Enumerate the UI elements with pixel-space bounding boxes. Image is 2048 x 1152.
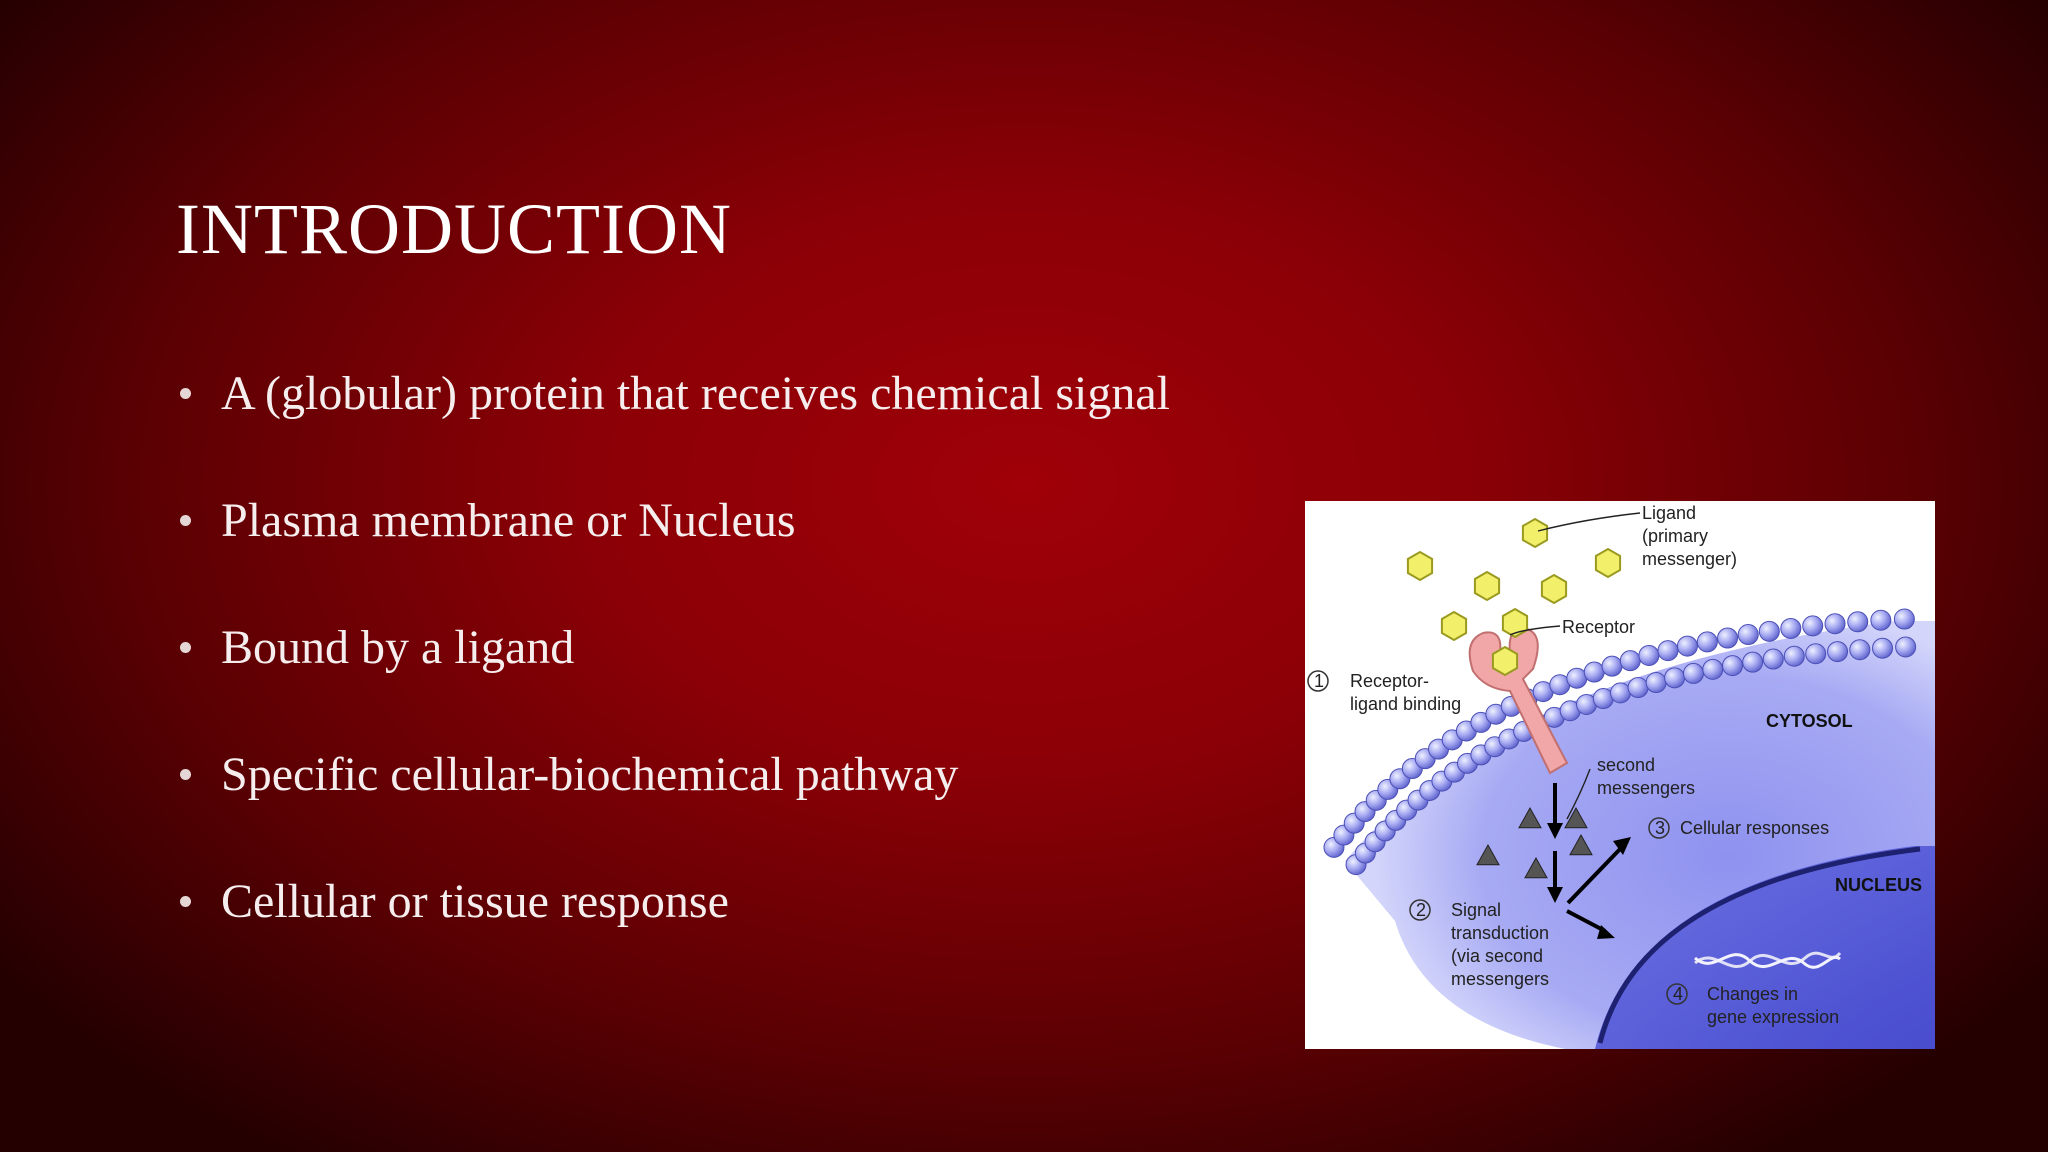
lipid-head — [1742, 651, 1764, 673]
bullet-text: Bound by a ligand — [221, 621, 575, 674]
nucleus-label: NUCLEUS — [1835, 875, 1922, 895]
step3-label: Cellular responses — [1680, 818, 1829, 838]
bullet-text: Plasma membrane or Nucleus — [221, 494, 796, 547]
step2-label-line3: (via second — [1451, 946, 1543, 966]
lipid-head — [1895, 636, 1917, 658]
dna-helix-icon — [1693, 951, 1842, 969]
second-messenger-triangle-icon — [1569, 833, 1593, 856]
lipid-head — [1827, 641, 1849, 663]
leader-lines — [1509, 512, 1641, 820]
lipid-head — [1783, 645, 1805, 667]
ligand-hexagon-icon — [1501, 607, 1529, 639]
lipid-head — [1664, 667, 1686, 689]
nuclear-envelope — [1597, 846, 1921, 1044]
lipid-head — [1737, 624, 1759, 646]
lipid-head — [1682, 662, 1704, 684]
lipid-head — [1780, 617, 1802, 639]
step2-label-line2: transduction — [1451, 923, 1549, 943]
lipid-head — [1805, 643, 1827, 665]
lipid-head — [1619, 650, 1641, 672]
step1-badge — [1307, 670, 1329, 692]
ligand-hexagon-icon — [1406, 550, 1434, 582]
receptor-label: Receptor — [1562, 617, 1635, 637]
lipid-head — [1702, 658, 1724, 680]
ligand-hexagon-icon — [1473, 570, 1501, 602]
second-messenger-triangle-icon — [1524, 856, 1548, 879]
lipid-head — [1722, 655, 1744, 677]
step4-label-line1: Changes in — [1707, 984, 1798, 1004]
lipid-head — [1676, 635, 1698, 657]
lipid-head — [1870, 609, 1892, 631]
ligand-label-line1: Ligand — [1642, 503, 1696, 523]
lipid-head — [1645, 672, 1667, 694]
ligand-label-line3: messenger) — [1642, 549, 1737, 569]
step2-badge — [1409, 899, 1431, 921]
step4-badge — [1666, 983, 1688, 1005]
second-messengers-line2: messengers — [1597, 778, 1695, 798]
lipid-head — [1717, 627, 1739, 649]
lipid-head — [1583, 661, 1605, 683]
receptor-signaling-diagram: Ligand (primary messenger) Receptor 1 Re… — [1305, 501, 1935, 1049]
lipid-head — [1872, 637, 1894, 659]
second-messenger-triangles — [1476, 806, 1593, 879]
lipid-bilayer — [1323, 608, 1917, 876]
bullet-text: Specific cellular-biochemical pathway — [221, 748, 959, 801]
second-messenger-triangle-icon — [1518, 806, 1542, 829]
bullet-dot — [180, 896, 191, 907]
lipid-head — [1657, 640, 1679, 662]
lipid-head — [1849, 639, 1871, 661]
lipid-head — [1762, 648, 1784, 670]
ligand-hexagon-icon — [1440, 610, 1468, 642]
bullet-dot — [180, 642, 191, 653]
step4-label-line2: gene expression — [1707, 1007, 1839, 1027]
second-messengers-line1: second — [1597, 755, 1655, 775]
step1-number: 1 — [1314, 671, 1324, 691]
lipid-head — [1847, 611, 1869, 633]
ligand-hexagon-icon — [1491, 645, 1519, 677]
bullet-dot — [180, 388, 191, 399]
step4-number: 4 — [1673, 984, 1683, 1004]
bullet-dot — [180, 769, 191, 780]
step1-label-line1: Receptor- — [1350, 671, 1429, 691]
bullet-text: A (globular) protein that receives chemi… — [221, 367, 1170, 420]
lipid-head — [1609, 682, 1631, 704]
step3-number: 3 — [1655, 818, 1665, 838]
step2-number: 2 — [1416, 900, 1426, 920]
lipid-head — [1627, 677, 1649, 699]
lipid-head — [1893, 608, 1915, 630]
lipid-head — [1758, 620, 1780, 642]
lipid-head — [1638, 644, 1660, 666]
cytosol-label: CYTOSOL — [1766, 711, 1853, 731]
ligand-molecules — [1406, 517, 1622, 677]
bullet-text: Cellular or tissue response — [221, 875, 729, 928]
bullet-dot — [180, 515, 191, 526]
step3-badge — [1648, 817, 1670, 839]
second-messenger-triangle-icon — [1476, 843, 1500, 866]
lipid-head — [1696, 631, 1718, 653]
signal-arrows — [1547, 783, 1631, 939]
lipid-head — [1824, 613, 1846, 635]
step2-label-line1: Signal — [1451, 900, 1501, 920]
slide-title: INTRODUCTION — [176, 189, 732, 269]
ligand-hexagon-icon — [1521, 517, 1549, 549]
diagram-svg: Ligand (primary messenger) Receptor 1 Re… — [1307, 503, 1935, 1049]
lipid-head — [1601, 655, 1623, 677]
step1-label-line2: ligand binding — [1350, 694, 1461, 714]
ligand-label-line2: (primary — [1642, 526, 1708, 546]
nucleus-region — [1595, 846, 1935, 1049]
ligand-hexagon-icon — [1540, 573, 1568, 605]
step2-label-line4: messengers — [1451, 969, 1549, 989]
ligand-hexagon-icon — [1594, 547, 1622, 579]
second-messenger-triangle-icon — [1564, 806, 1588, 829]
lipid-head — [1802, 615, 1824, 637]
